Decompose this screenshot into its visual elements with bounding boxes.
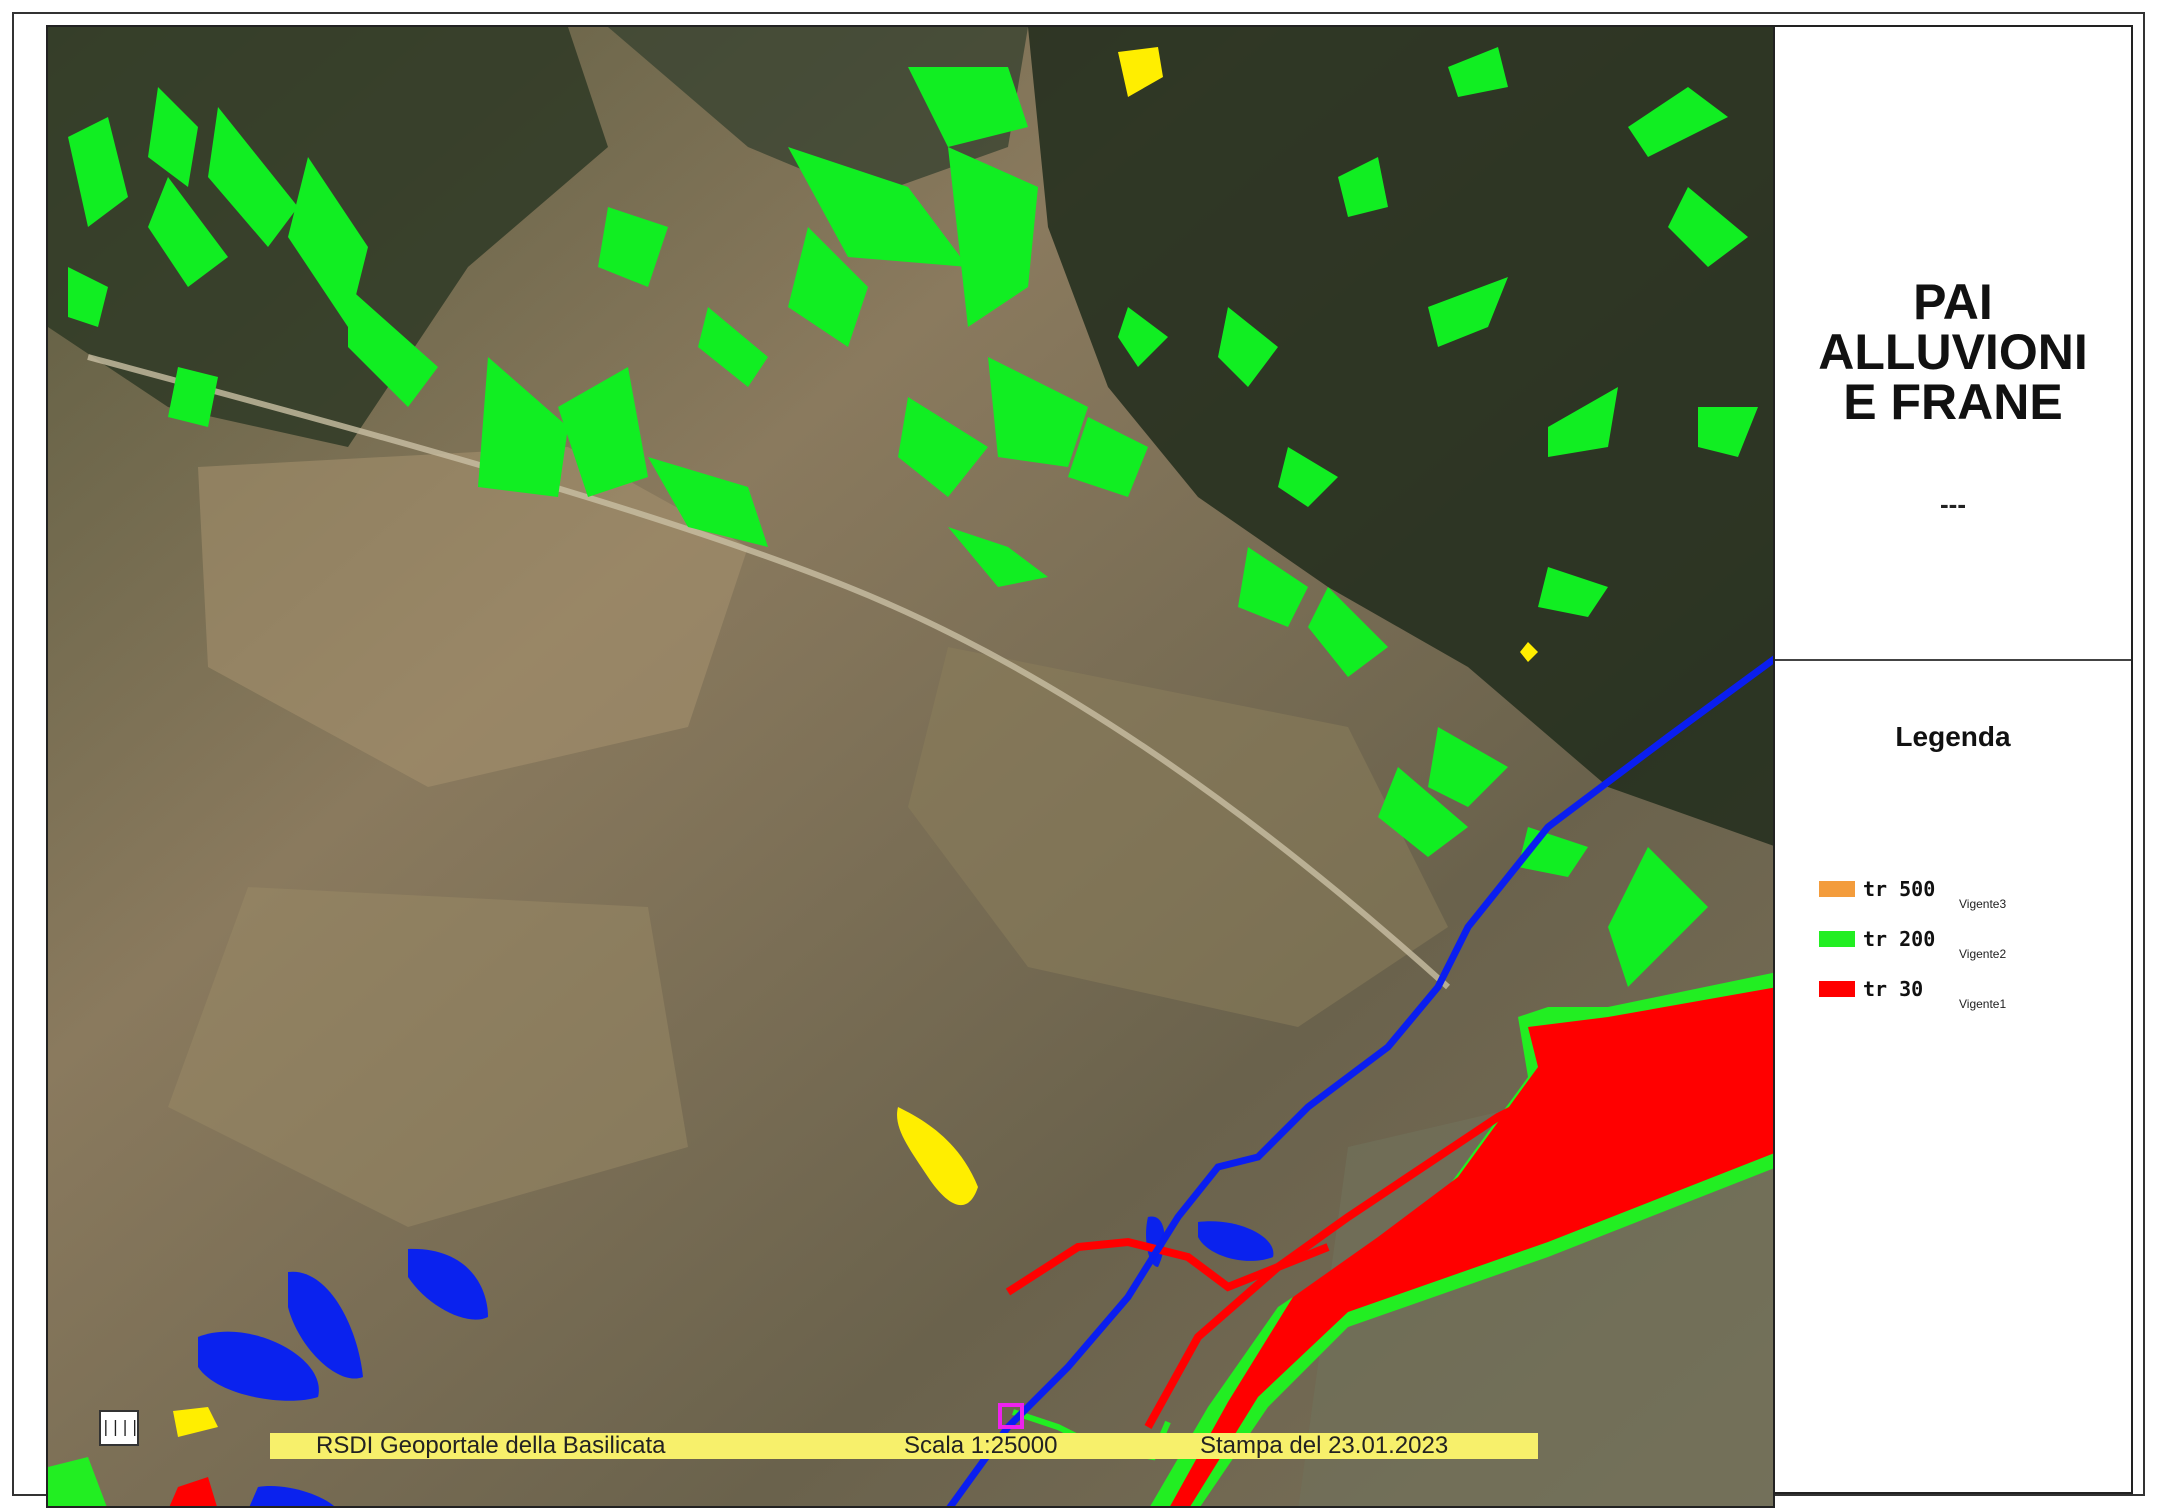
scale-label: Scala 1:25000 xyxy=(904,1432,1058,1459)
map-title-line: E FRANE xyxy=(1843,374,2063,430)
field-area xyxy=(168,887,688,1227)
landslide-green-areas xyxy=(68,47,1758,987)
print-info-bar: RSDI Geoportale della Basilicata Scala 1… xyxy=(270,1433,1538,1459)
legend-swatch xyxy=(1819,881,1855,897)
landslide-blue-areas xyxy=(249,1486,335,1506)
legend-item-tr200: tr 200 Vigente2 xyxy=(1819,927,2119,961)
legend-sublabel: Vigente3 xyxy=(1959,897,2007,911)
info-panel: PAI ALLUVIONI E FRANE --- Legenda tr 500… xyxy=(1775,25,2133,1494)
map-title-line: PAI xyxy=(1913,274,1993,330)
print-date-label: Stampa del 23.01.2023 xyxy=(1200,1432,1449,1459)
scale-bar-icon[interactable]: |||| xyxy=(99,1410,140,1446)
legend-item-tr30: tr 30 Vigente1 xyxy=(1819,977,2119,1011)
flood-tr30-area xyxy=(169,1477,217,1506)
landslide-blue-areas xyxy=(198,1216,1274,1401)
legend-sublabel: Vigente1 xyxy=(1959,997,2007,1011)
route-line xyxy=(946,655,1773,1506)
legend-label: tr 200 xyxy=(1863,927,1936,951)
location-marker[interactable] xyxy=(998,1403,1024,1429)
flood-tr30-area xyxy=(1170,987,1773,1506)
flood-tr200-area xyxy=(48,1457,107,1506)
landslide-yellow-areas xyxy=(173,47,1538,1437)
river-bed xyxy=(87,354,1451,990)
legend-sublabel: Vigente2 xyxy=(1959,947,2007,961)
map-subtitle: --- xyxy=(1940,489,1966,519)
legend-title: Legenda xyxy=(1895,721,2011,752)
panel-divider xyxy=(1775,659,2131,661)
legend-label: tr 500 xyxy=(1863,877,1936,901)
flood-tr30-road xyxy=(1545,1046,1561,1088)
map-canvas[interactable] xyxy=(48,27,1775,1508)
legend-item-tr500: tr 500 Vigente3 xyxy=(1819,877,2119,911)
field-area xyxy=(198,447,748,787)
flood-tr30-road xyxy=(1144,1083,1560,1429)
map-title: PAI ALLUVIONI E FRANE xyxy=(1775,277,2131,427)
forest-area xyxy=(1028,27,1773,846)
legend-swatch xyxy=(1819,981,1855,997)
legend-label: tr 30 xyxy=(1863,977,1924,1001)
source-label: RSDI Geoportale della Basilicata xyxy=(316,1432,666,1459)
map-view[interactable] xyxy=(46,25,1775,1508)
field-area xyxy=(908,647,1448,1027)
map-title-line: ALLUVIONI xyxy=(1818,324,2088,380)
legend-swatch xyxy=(1819,931,1855,947)
